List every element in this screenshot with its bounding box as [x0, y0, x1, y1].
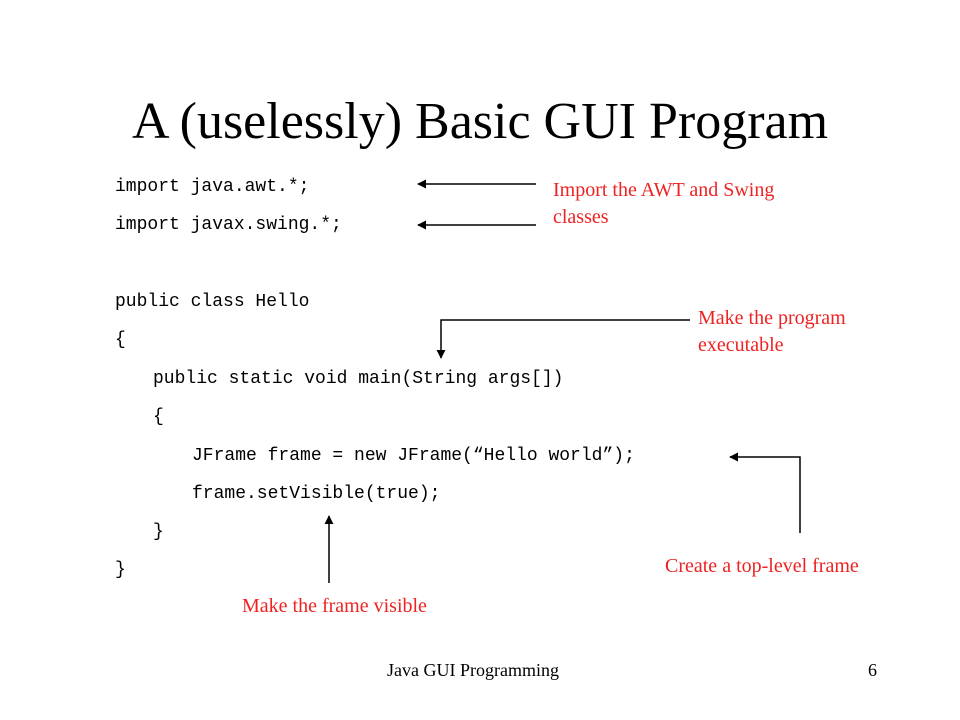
code-line-main-open-brace: { [153, 407, 164, 427]
code-line-class-open-brace: { [115, 330, 126, 350]
code-line-import-swing: import javax.swing.*; [115, 215, 342, 235]
annotation-visible: Make the frame visible [242, 595, 427, 617]
arrow-to-jframe [729, 452, 801, 533]
code-line-main-close-brace: } [153, 522, 164, 542]
code-line-jframe: JFrame frame = new JFrame(“Hello world”)… [192, 446, 635, 466]
code-line-import-awt: import java.awt.*; [115, 177, 310, 197]
code-line-class-decl: public class Hello [115, 292, 310, 312]
code-line-main-decl: public static void main(String args[]) [153, 369, 564, 389]
code-line-set-visible: frame.setVisible(true); [192, 484, 441, 504]
code-line-class-close-brace: } [115, 560, 126, 580]
footer-page-number: 6 [868, 660, 877, 680]
annotation-imports: Import the AWT and Swing classes [553, 179, 775, 228]
annotation-main: Make the program executable [698, 307, 846, 356]
footer-course: Java GUI Programming [387, 660, 559, 680]
slide-title: A (uselessly) Basic GUI Program [131, 93, 829, 150]
arrow-to-main [436, 319, 690, 359]
annotation-frame: Create a top-level frame [665, 555, 859, 577]
